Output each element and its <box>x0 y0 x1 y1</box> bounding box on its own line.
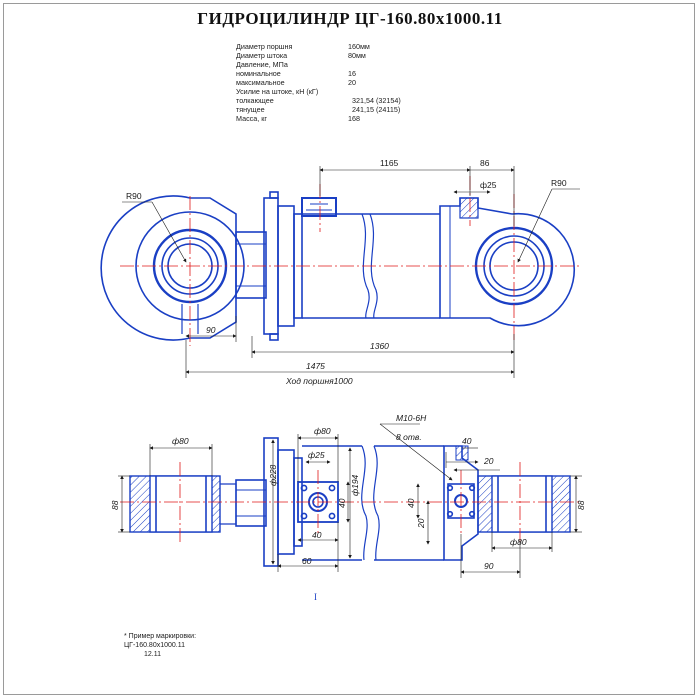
spec-label-4: максимальное <box>236 78 285 87</box>
dim-d25-bottom: ф25 <box>308 450 325 460</box>
dim-d228: ф228 <box>268 464 278 486</box>
note-line-3: 12.11 <box>144 651 161 658</box>
dim-88-left: 88 <box>110 500 120 510</box>
spec-label-2: Давление, МПа <box>236 60 288 69</box>
dim-90-left: 90 <box>206 325 216 335</box>
dim-thread: М10-6Н <box>396 413 427 423</box>
view-mark: I <box>314 592 317 602</box>
spec-value-0: 160мм <box>348 42 370 51</box>
dim-86: 86 <box>480 158 490 168</box>
dim-90-right: 90 <box>484 561 494 571</box>
spec-label-3: номинальное <box>236 69 281 78</box>
bottom-view <box>129 437 571 567</box>
rod <box>235 231 267 299</box>
barrel-bottom <box>302 445 444 561</box>
stroke-label: Ход поршня1000 <box>285 376 353 386</box>
barrel <box>302 213 440 319</box>
dim-1475: 1475 <box>306 361 325 371</box>
dim-d80-right: ф80 <box>510 537 527 547</box>
dim-1360: 1360 <box>370 341 389 351</box>
dim-40-vert2: 40 <box>406 498 416 508</box>
spec-label-7: тянущее <box>236 105 265 114</box>
dim-r90-right: R90 <box>551 178 567 188</box>
dim-40-horiz: 40 <box>312 530 322 540</box>
dim-d25-top: ф25 <box>480 180 497 190</box>
left-eye <box>100 195 245 341</box>
dim-d194: ф194 <box>350 474 360 496</box>
dim-d80-mid: ф80 <box>314 426 331 436</box>
note-line-1: * Пример маркировки: <box>124 633 197 640</box>
sheet-border <box>3 3 695 695</box>
spec-label-1: Диаметр штока <box>236 51 288 60</box>
dim-d80-left: ф80 <box>172 436 189 446</box>
right-cap <box>439 197 576 327</box>
dim-20-vert: 20 <box>416 518 426 529</box>
dim-40-top: 40 <box>462 436 472 446</box>
spec-label-8: Масса, кг <box>236 114 268 123</box>
bottom-dimensions <box>118 423 582 578</box>
drawing-title: ГИДРОЦИЛИНДР ЦГ-160.80х1000.11 <box>197 9 503 28</box>
dim-88-right: 88 <box>576 500 586 510</box>
right-rod-eye <box>477 475 571 533</box>
spec-label-0: Диаметр поршня <box>236 42 293 51</box>
dim-holes: 8 отв. <box>396 432 422 442</box>
spec-label-6: толкающее <box>236 96 274 105</box>
top-dimensions <box>122 166 580 378</box>
dim-20-top: 20 <box>483 456 494 466</box>
spec-label-5: Усилие на штоке, кН (кГ) <box>236 87 319 96</box>
dim-60: 60 <box>302 556 312 566</box>
dim-1165: 1165 <box>380 158 399 168</box>
note-line-2: ЦГ-160.80х1000.11 <box>124 642 185 649</box>
left-rod-eye <box>129 475 237 533</box>
dim-40-vert: 40 <box>337 498 347 508</box>
marking-note: * Пример маркировки: ЦГ-160.80х1000.11 1… <box>124 632 196 659</box>
dim-r90-left: R90 <box>126 191 142 201</box>
spec-value-3: 16 <box>348 69 356 78</box>
spec-value-7: 241,15 (24115) <box>352 105 401 114</box>
spec-value-1: 80мм <box>348 51 366 60</box>
spec-value-6: 321,54 (32154) <box>352 96 401 105</box>
spec-value-4: 20 <box>348 78 356 87</box>
spec-value-8: 168 <box>348 114 360 123</box>
left-port <box>301 197 337 217</box>
